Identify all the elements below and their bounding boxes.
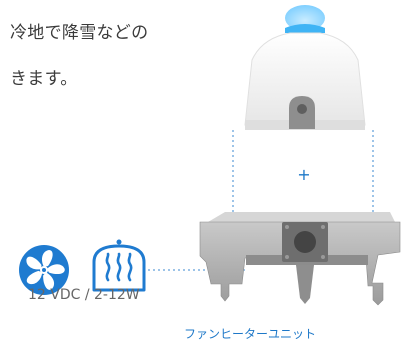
- sensor-housing: [244, 32, 366, 126]
- description-line-1: 冷地で降雪などの: [10, 23, 149, 43]
- description-line-2: きます。: [10, 69, 78, 89]
- power-spec: 12 VDC / 2-12W: [28, 287, 140, 303]
- base-mount-stem: [296, 265, 314, 304]
- plus-sign: +: [297, 165, 310, 184]
- fan-heater-base: [199, 212, 401, 306]
- sensor-unit: [244, 5, 366, 130]
- heater-icon: [92, 239, 146, 292]
- sensor-led-ring: [285, 24, 325, 33]
- fan-icon: [19, 245, 69, 295]
- unit-caption: ファンヒーターユニット: [183, 327, 317, 341]
- sensor-dome: [285, 5, 325, 31]
